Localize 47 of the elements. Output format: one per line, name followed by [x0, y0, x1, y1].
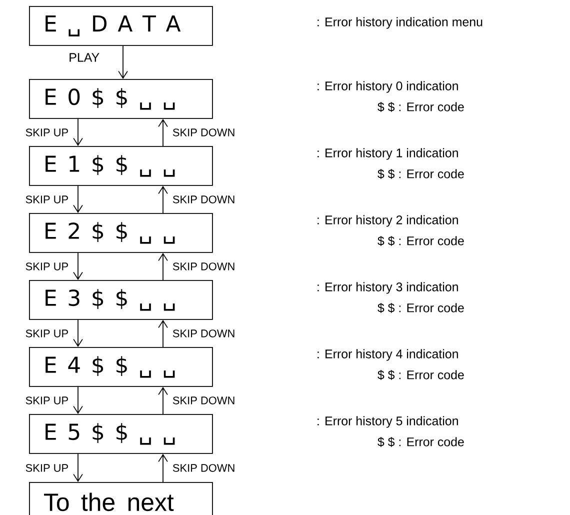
edge-label: SKIP DOWN: [172, 196, 234, 204]
display-box: E 5 $ $ ␣ ␣: [29, 414, 213, 454]
edge-label: SKIP DOWN: [172, 128, 234, 136]
description-text: $ $ : Error code: [378, 102, 464, 112]
edge-label: SKIP DOWN: [172, 464, 234, 472]
display-box: E 1 $ $ ␣ ␣: [29, 146, 213, 186]
edge-label: SKIP UP: [26, 196, 68, 204]
edge-label: SKIP UP: [26, 330, 68, 338]
display-box: E 0 $ $ ␣ ␣: [29, 79, 213, 119]
display-box: E 2 $ $ ␣ ␣: [29, 213, 213, 253]
edge-label: SKIP DOWN: [172, 396, 234, 404]
edge-label: SKIP DOWN: [172, 262, 234, 270]
description-text: : Error history 2 indication: [318, 215, 458, 227]
description-text: $ $ : Error code: [378, 236, 464, 246]
arrow: [158, 118, 168, 146]
description-text: $ $ : Error code: [378, 302, 464, 314]
edge-label: SKIP UP: [26, 464, 68, 472]
display-box: To the next: [29, 482, 213, 515]
arrow: [73, 453, 83, 482]
edge-label: SKIP UP: [26, 262, 68, 270]
arrow: [158, 454, 168, 482]
edge-label: SKIP UP: [26, 128, 68, 136]
description-text: : Error history 1 indication: [318, 148, 458, 160]
arrow: [73, 118, 83, 146]
description-text: $ $ : Error code: [378, 168, 464, 180]
display-box: E ␣ D A T A: [29, 6, 213, 46]
edge-label: SKIP UP: [26, 396, 68, 404]
description-text: : Error history indication menu: [318, 17, 482, 29]
arrow: [73, 319, 83, 347]
edge-label: PLAY: [70, 53, 100, 62]
description-text: : Error history 3 indication: [318, 282, 458, 294]
description-text: : Error history 0 indication: [318, 81, 458, 93]
arrow: [73, 185, 83, 213]
description-text: $ $ : Error code: [378, 370, 464, 380]
display-box: E 3 $ $ ␣ ␣: [29, 280, 213, 320]
arrow: [73, 386, 83, 414]
edge-label: SKIP DOWN: [172, 330, 234, 338]
arrow: [158, 252, 168, 280]
arrow: [158, 320, 168, 348]
description-text: $ $ : Error code: [378, 436, 464, 448]
display-box: E 4 $ $ ␣ ␣: [29, 347, 213, 387]
arrow: [158, 186, 168, 214]
arrow: [118, 45, 128, 79]
description-text: : Error history 5 indication: [318, 416, 458, 428]
arrow: [73, 252, 83, 280]
arrow: [158, 386, 168, 414]
description-text: : Error history 4 indication: [318, 349, 458, 361]
